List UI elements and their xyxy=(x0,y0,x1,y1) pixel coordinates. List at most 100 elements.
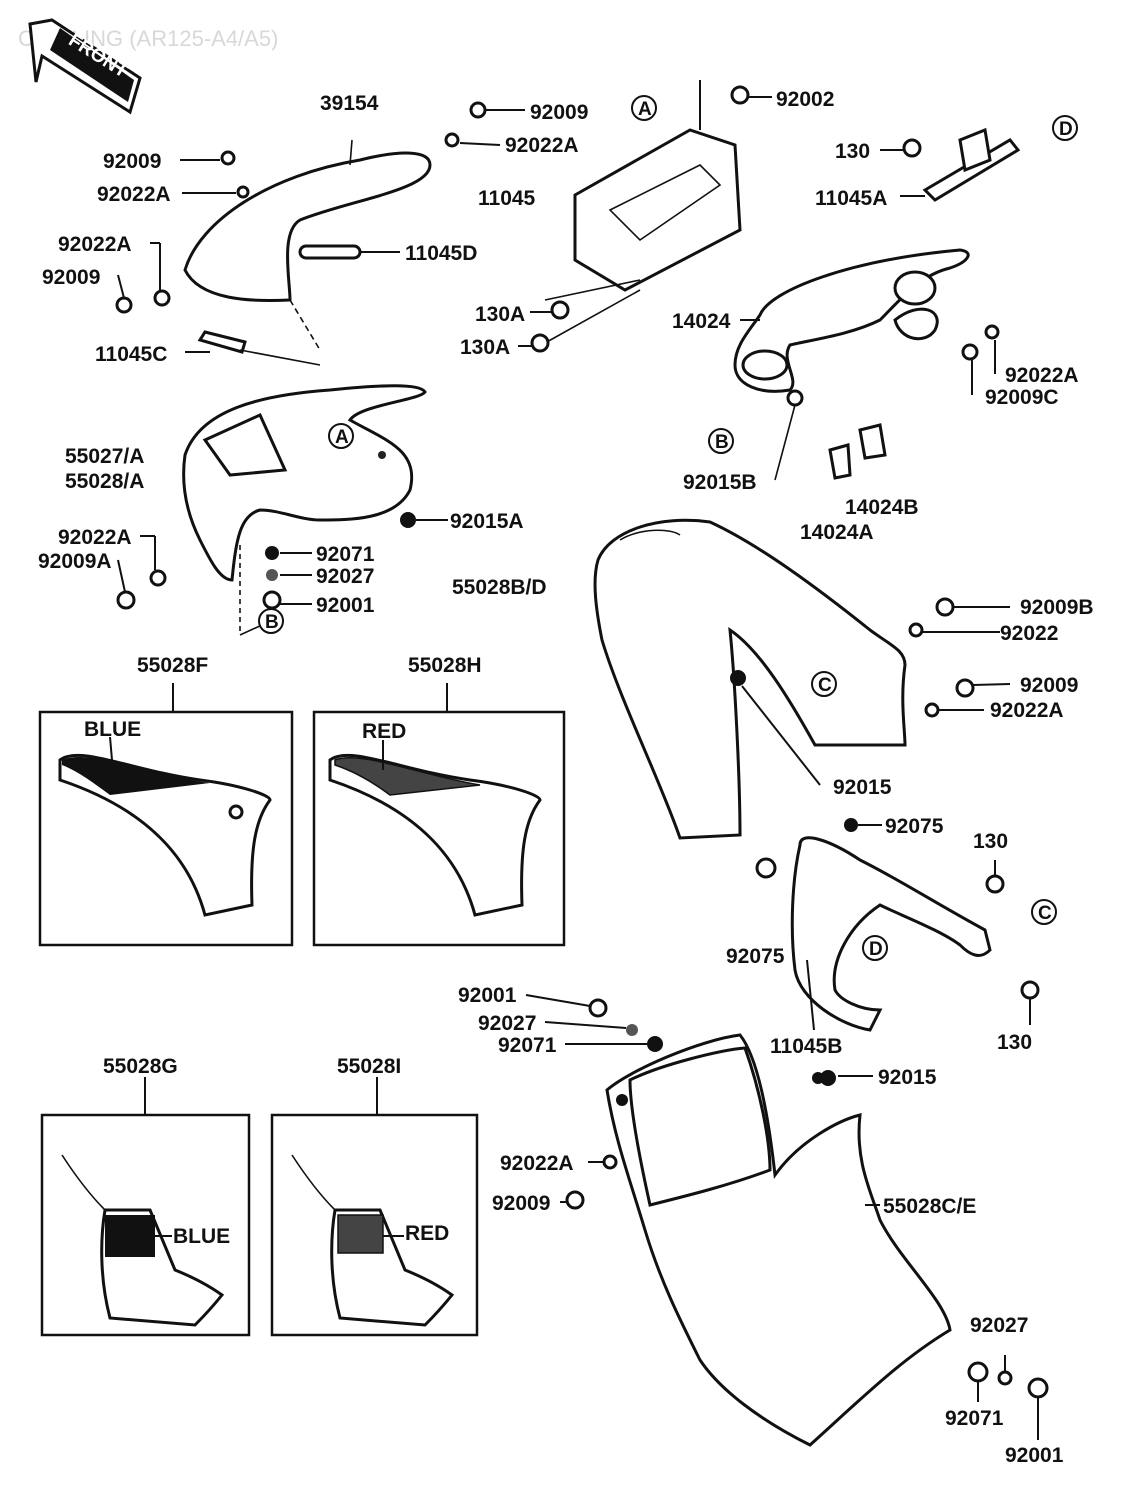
label-92009a: 92009A xyxy=(38,550,112,573)
label-92001-low: 92001 xyxy=(458,984,517,1007)
label-11045a: 11045A xyxy=(815,187,887,210)
marker-c-mid: C xyxy=(811,671,837,697)
inset-color-blue-f: BLUE xyxy=(84,718,141,741)
stay-11045a-part xyxy=(900,127,1021,202)
cover-14024b xyxy=(858,423,887,460)
svg-text:B: B xyxy=(265,612,279,633)
bolt-130a-1 xyxy=(530,300,570,320)
marker-b-left: B xyxy=(258,608,284,634)
label-92022a-mid: 92022A xyxy=(58,526,132,549)
label-11045: 11045 xyxy=(478,187,536,210)
spacer-92027-low xyxy=(544,1021,638,1036)
bolt-130-mid xyxy=(985,860,1005,894)
windshield-part xyxy=(183,139,432,303)
washer-92022a-right xyxy=(984,324,1000,374)
label-92009-left: 92009 xyxy=(103,150,161,173)
label-92002: 92002 xyxy=(776,88,834,111)
marker-a-right: A xyxy=(631,95,657,121)
inset-55028h xyxy=(312,683,566,947)
label-130-low: 130 xyxy=(997,1031,1032,1054)
label-92027-br: 92027 xyxy=(970,1314,1028,1337)
spacer-92027-br xyxy=(997,1355,1013,1386)
bolt-130-top xyxy=(880,138,922,158)
svg-text:D: D xyxy=(1059,119,1073,140)
label-92022a-low: 92022A xyxy=(500,1152,574,1175)
label-92015-low: 92015 xyxy=(878,1066,937,1089)
washer-92022a-r2 xyxy=(924,702,984,718)
label-92022a-left2: 92022A xyxy=(58,233,132,256)
screw-92009c xyxy=(961,343,979,395)
washer-92022 xyxy=(908,622,1000,638)
marker-c-low: C xyxy=(1031,899,1057,925)
label-14024a: 14024A xyxy=(800,521,874,544)
label-92009-r2: 92009 xyxy=(1020,674,1078,697)
label-130a-1: 130A xyxy=(475,303,525,326)
label-92022a-top: 92022A xyxy=(505,134,579,157)
label-55028a: 55028/A xyxy=(65,470,144,493)
label-92075-top: 92075 xyxy=(885,815,944,838)
label-92009c: 92009C xyxy=(985,386,1059,409)
label-11045c: 11045C xyxy=(95,343,167,366)
label-92009-top: 92009 xyxy=(530,101,588,124)
label-11045d: 11045D xyxy=(405,242,477,265)
label-92075-left: 92075 xyxy=(726,945,785,968)
spacer-92027 xyxy=(266,569,312,581)
svg-text:A: A xyxy=(638,99,652,120)
front-cowl-part xyxy=(593,518,907,840)
inset-color-blue-g: BLUE xyxy=(173,1225,230,1248)
label-14024: 14024 xyxy=(672,310,731,333)
label-92022a-right: 92022A xyxy=(1005,364,1079,387)
marker-d-low: D xyxy=(862,935,888,961)
screw-92009-left2 xyxy=(115,274,133,314)
label-92015a: 92015A xyxy=(450,510,524,533)
nut-92075-top xyxy=(844,818,882,832)
washer-92022a-left xyxy=(182,185,250,199)
stay-11045b-part xyxy=(790,836,992,1032)
inset-label-55028g: 55028G xyxy=(103,1055,178,1078)
inset-color-red-h: RED xyxy=(362,720,406,743)
grommet-92015-low xyxy=(820,1070,873,1086)
main-bracket-part xyxy=(544,80,742,344)
svg-text:B: B xyxy=(715,432,729,453)
bolt-130a-2 xyxy=(518,333,550,353)
washer-92022a-top xyxy=(444,132,501,148)
label-92071: 92071 xyxy=(316,543,375,566)
label-92027: 92027 xyxy=(316,565,374,588)
svg-text:A: A xyxy=(335,427,349,448)
inset-label-55028h: 55028H xyxy=(408,654,482,677)
label-55028bd: 55028B/D xyxy=(452,576,547,599)
label-55028ce: 55028C/E xyxy=(883,1195,976,1218)
upper-side-cowl-part xyxy=(182,384,427,582)
lower-cowl-part xyxy=(605,1033,952,1447)
inset-label-55028i: 55028I xyxy=(337,1055,401,1078)
bolt-92001-br xyxy=(1027,1377,1049,1440)
washer-92022a-mid xyxy=(140,535,167,587)
nut-92075-left xyxy=(755,857,777,879)
bracket-11045c xyxy=(185,330,247,354)
label-92009b: 92009B xyxy=(1020,596,1094,619)
marker-d-top: D xyxy=(1052,115,1078,141)
label-39154: 39154 xyxy=(320,92,379,115)
bolt-92001-low xyxy=(525,994,608,1018)
cover-14024a xyxy=(828,443,852,480)
bolt-92002 xyxy=(730,85,772,105)
label-92015: 92015 xyxy=(833,776,892,799)
screw-92009a xyxy=(116,559,136,610)
bracket-11045d xyxy=(298,244,400,260)
marker-b-right: B xyxy=(708,428,734,454)
label-92071-br: 92071 xyxy=(945,1407,1004,1430)
label-92071-low: 92071 xyxy=(498,1034,557,1057)
label-130-mid: 130 xyxy=(973,830,1008,853)
label-92027-low: 92027 xyxy=(478,1012,536,1035)
grommet-92015a xyxy=(400,512,448,528)
label-130a-2: 130A xyxy=(460,336,510,359)
marker-a-left: A xyxy=(328,423,354,449)
part-labels: 39154 92009 92022A 92009 92022A 92022A 9… xyxy=(38,88,1094,1467)
screw-92009b xyxy=(935,597,1010,617)
label-92001-br: 92001 xyxy=(1005,1444,1064,1467)
inset-55028f xyxy=(38,683,294,947)
meter-panel-part xyxy=(733,248,970,393)
nut-92071 xyxy=(265,546,312,560)
label-92022a-r2: 92022A xyxy=(990,699,1064,722)
